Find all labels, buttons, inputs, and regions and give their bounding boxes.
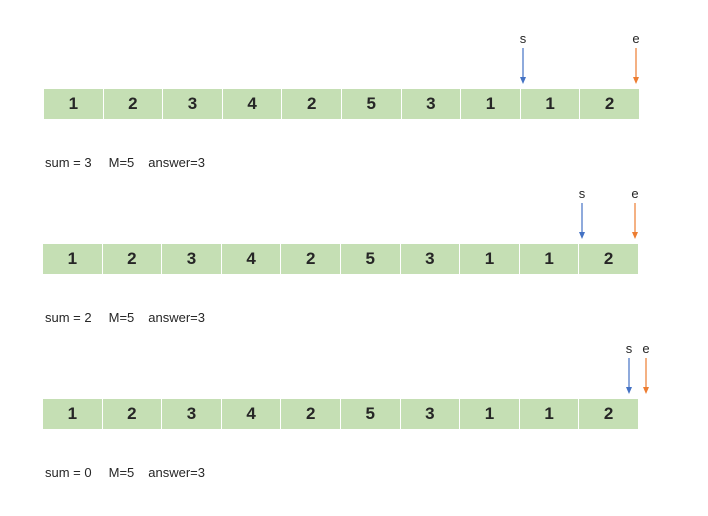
status-line: sum = 2 M=5 answer=3	[45, 310, 205, 326]
array-cell: 1	[44, 89, 103, 119]
m-text: M=5	[108, 310, 135, 325]
array-cell: 2	[103, 89, 163, 119]
array-row: 1 2 3 4 2 5 3 1 1 2	[44, 89, 639, 119]
start-pointer-label: s	[625, 341, 633, 356]
array-cell: 2	[102, 399, 162, 429]
end-pointer-label: e	[642, 341, 650, 356]
array-cell: 4	[221, 399, 281, 429]
array-cell: 1	[43, 399, 102, 429]
end-pointer-label: e	[631, 186, 639, 201]
array-cell: 5	[340, 244, 400, 274]
end-pointer: e	[625, 185, 645, 241]
array-cell: 3	[162, 399, 221, 429]
array-cell: 2	[579, 244, 638, 274]
array-cell: 3	[162, 244, 221, 274]
end-pointer-label: e	[632, 31, 640, 46]
array-cell: 2	[579, 399, 638, 429]
sum-text: sum = 2	[45, 310, 92, 325]
array-cell: 2	[102, 244, 162, 274]
sum-text: sum = 0	[45, 465, 92, 480]
array-cell: 3	[400, 244, 460, 274]
start-pointer-label: s	[578, 186, 586, 201]
array-cell: 4	[221, 244, 281, 274]
array-cell: 2	[580, 89, 639, 119]
array-cell: 5	[341, 89, 401, 119]
end-pointer: e	[636, 340, 656, 396]
answer-text: answer=3	[148, 310, 205, 325]
array-cell: 1	[520, 89, 580, 119]
answer-text: answer=3	[148, 155, 205, 170]
end-arrow-icon	[632, 203, 638, 239]
array-cell: 3	[401, 89, 461, 119]
array-cell: 2	[281, 244, 340, 274]
start-arrow-icon	[579, 203, 585, 239]
array-row: 1 2 3 4 2 5 3 1 1 2	[43, 399, 638, 429]
start-arrow-icon	[520, 48, 526, 84]
start-pointer: s	[572, 185, 592, 241]
array-cell: 5	[340, 399, 400, 429]
status-line: sum = 3 M=5 answer=3	[45, 155, 205, 171]
sum-text: sum = 3	[45, 155, 92, 170]
array-cell: 1	[519, 399, 579, 429]
start-pointer: s	[513, 30, 533, 86]
start-pointer-label: s	[519, 31, 527, 46]
status-line: sum = 0 M=5 answer=3	[45, 465, 205, 481]
array-cell: 1	[460, 244, 519, 274]
start-pointer: s	[619, 340, 639, 396]
start-arrow-icon	[626, 358, 632, 394]
answer-text: answer=3	[148, 465, 205, 480]
array-cell: 1	[461, 89, 520, 119]
array-cell: 3	[163, 89, 222, 119]
array-cell: 1	[460, 399, 519, 429]
end-arrow-icon	[643, 358, 649, 394]
array-cell: 2	[281, 399, 340, 429]
array-cell: 1	[43, 244, 102, 274]
array-cell: 1	[519, 244, 579, 274]
array-row: 1 2 3 4 2 5 3 1 1 2	[43, 244, 638, 274]
end-arrow-icon	[633, 48, 639, 84]
m-text: M=5	[108, 465, 135, 480]
array-cell: 3	[400, 399, 460, 429]
array-cell: 4	[222, 89, 282, 119]
array-cell: 2	[282, 89, 341, 119]
end-pointer: e	[626, 30, 646, 86]
m-text: M=5	[108, 155, 135, 170]
